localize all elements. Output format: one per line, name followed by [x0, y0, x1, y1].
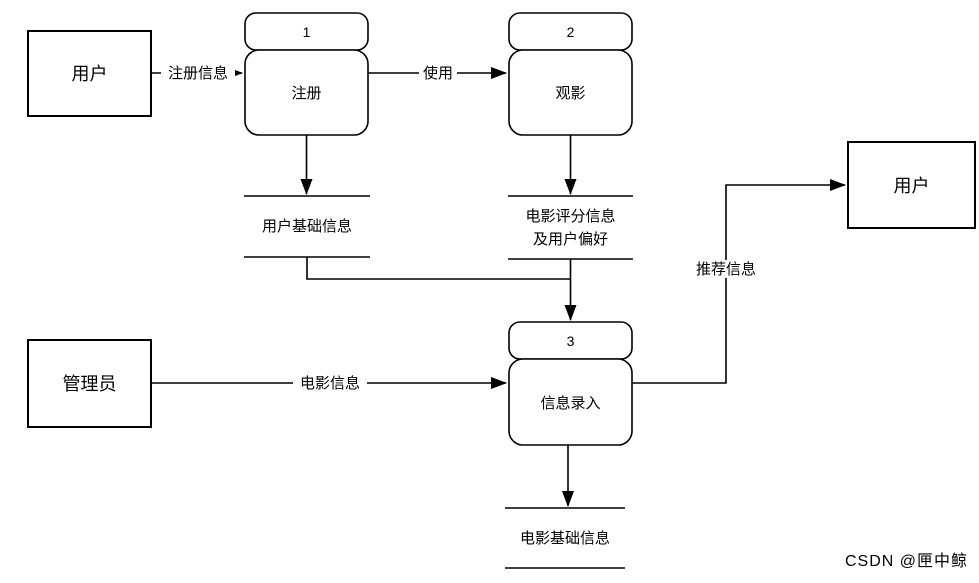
- process-2-number: 2: [567, 24, 575, 40]
- datastore-2-label-line2: 及用户偏好: [533, 231, 608, 248]
- process-3-label: 信息录入: [540, 395, 600, 412]
- process-1-body-box: [244, 49, 369, 136]
- process-1-label: 注册: [291, 85, 321, 102]
- entity-user-right-label: 用户: [894, 176, 930, 196]
- flow-movie-info-label-bg: [293, 374, 367, 392]
- entity-user-right-box: [847, 141, 976, 229]
- entity-admin-label: 管理员: [63, 374, 117, 394]
- process-3-body-box: [508, 358, 633, 446]
- entity-admin-box: [27, 339, 152, 428]
- process-3-number: 3: [567, 333, 575, 349]
- flow-use-label-bg: [419, 64, 457, 82]
- entity-user-left-label: 用户: [72, 64, 108, 84]
- datastore-2-label-line1: 电影评分信息: [525, 208, 615, 225]
- process-2-label: 观影: [555, 85, 585, 102]
- flow-recommend-info-line: [632, 179, 846, 384]
- entity-user-left-box: [27, 30, 152, 117]
- flow-recommend-info-label: 推荐信息: [696, 261, 756, 278]
- datastore-1-label: 用户基础信息: [262, 218, 352, 235]
- flow-recommend-info-label-bg: [689, 260, 763, 278]
- flow-movie-info-label: 电影信息: [300, 375, 360, 392]
- flow-register-info-label-bg: [161, 64, 235, 82]
- flow-register-info-label: 注册信息: [168, 65, 228, 82]
- watermark: CSDN @匣中鲸: [845, 552, 968, 570]
- flow-store1-to-junction-line: [306, 257, 571, 280]
- flow-use-label: 使用: [423, 65, 453, 82]
- process-2-body-box: [508, 49, 633, 136]
- process-1-number: 1: [303, 24, 311, 40]
- datastore-3-label: 电影基础信息: [520, 530, 610, 547]
